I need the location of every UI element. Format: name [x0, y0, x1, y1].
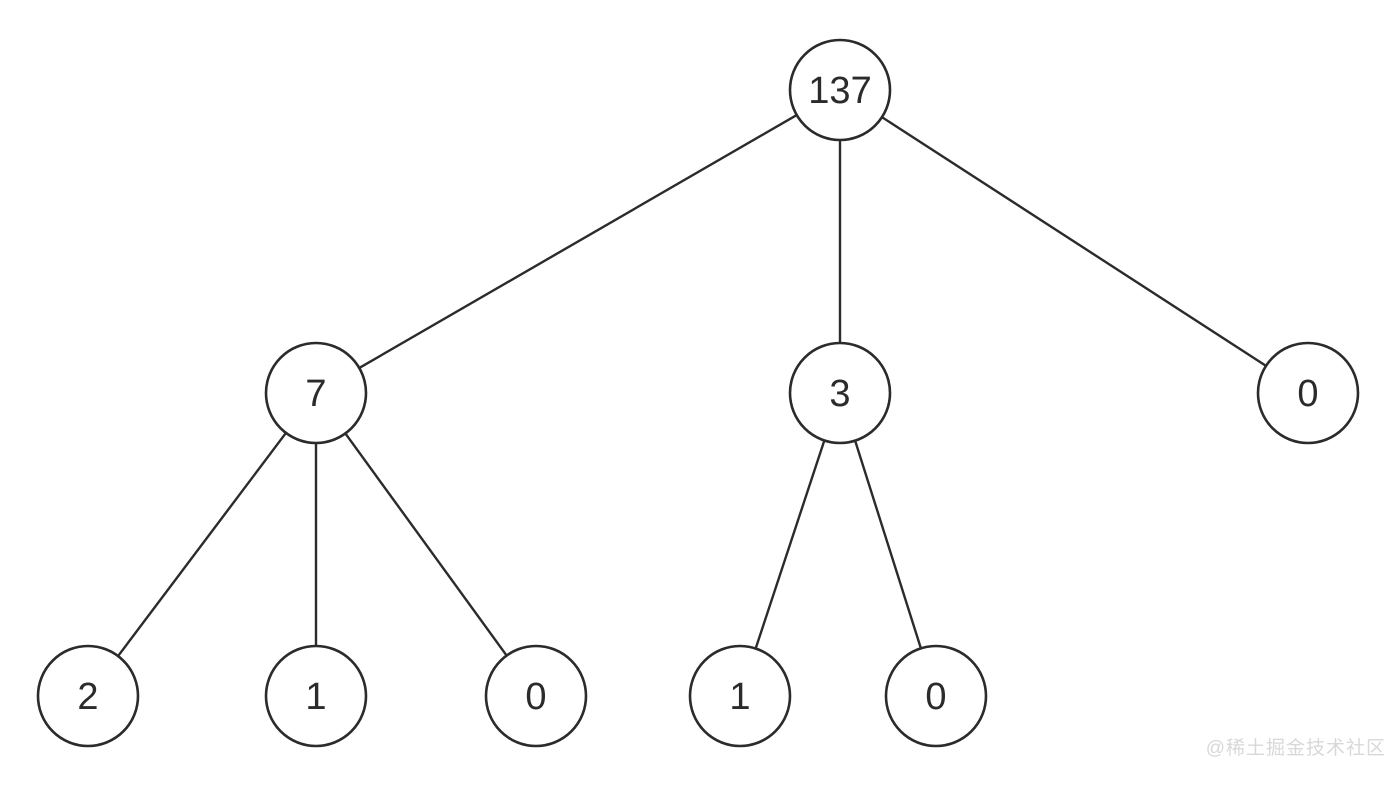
- tree-node-label: 7: [305, 373, 326, 415]
- tree-node-label: 1: [729, 676, 750, 718]
- tree-node[interactable]: 0: [884, 644, 988, 748]
- node-layer: 137 7 3 0 2 1 0 1 0: [36, 38, 1360, 748]
- tree-node-circle[interactable]: [788, 341, 892, 445]
- tree-node[interactable]: 137: [788, 38, 892, 142]
- tree-node-label: 0: [525, 676, 546, 718]
- tree-node[interactable]: 2: [36, 644, 140, 748]
- tree-node-label: 1: [305, 676, 326, 718]
- tree-node-circle[interactable]: [484, 644, 588, 748]
- watermark-label: @稀土掘金技术社区: [1205, 738, 1386, 759]
- tree-edge: [344, 432, 508, 657]
- tree-node[interactable]: 3: [788, 341, 892, 445]
- tree-node-label: 3: [829, 373, 850, 415]
- tree-node-circle[interactable]: [1256, 341, 1360, 445]
- tree-node-label: 0: [1297, 373, 1318, 415]
- tree-node-circle[interactable]: [264, 644, 368, 748]
- tree-node-circle[interactable]: [788, 38, 892, 142]
- edge-layer: [116, 113, 1268, 658]
- tree-node-circle[interactable]: [264, 341, 368, 445]
- tree-node-circle[interactable]: [688, 644, 792, 748]
- tree-edge: [880, 115, 1268, 368]
- tree-node-label: 2: [77, 676, 98, 718]
- tree-node[interactable]: 1: [688, 644, 792, 748]
- tree-node[interactable]: 0: [484, 644, 588, 748]
- tree-edge: [358, 113, 798, 370]
- tree-edge: [116, 431, 288, 658]
- tree-edge: [754, 439, 826, 650]
- tree-node-circle[interactable]: [884, 644, 988, 748]
- tree-edge: [853, 439, 923, 650]
- tree-node[interactable]: 7: [264, 341, 368, 445]
- tree-node-circle[interactable]: [36, 644, 140, 748]
- tree-node-label: 137: [808, 70, 871, 112]
- tree-node[interactable]: 0: [1256, 341, 1360, 445]
- tree-node[interactable]: 1: [264, 644, 368, 748]
- tree-node-label: 0: [925, 676, 946, 718]
